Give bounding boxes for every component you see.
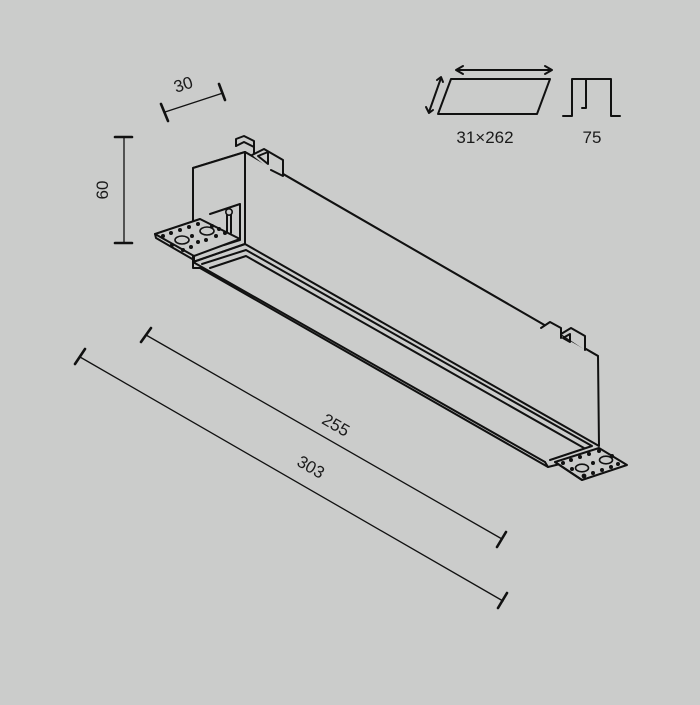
- inner-length-dimension: [139, 326, 508, 549]
- left-mounting-flange: [154, 218, 241, 261]
- width-dimension: [159, 82, 227, 123]
- depth-icon: [562, 78, 621, 117]
- luminaire-body: [192, 135, 600, 468]
- total-length-dimension: [73, 347, 509, 610]
- height-dimension: [113, 135, 134, 245]
- cutout-icon: [425, 65, 553, 115]
- total-length-label: 303: [294, 452, 328, 483]
- depth-label: 75: [583, 128, 602, 147]
- width-dimension-label: 30: [171, 73, 195, 97]
- cutout-size-label: 31×262: [456, 128, 513, 147]
- right-mounting-flange: [554, 447, 628, 481]
- height-dimension-label: 60: [93, 181, 112, 200]
- inner-length-label: 255: [319, 410, 353, 441]
